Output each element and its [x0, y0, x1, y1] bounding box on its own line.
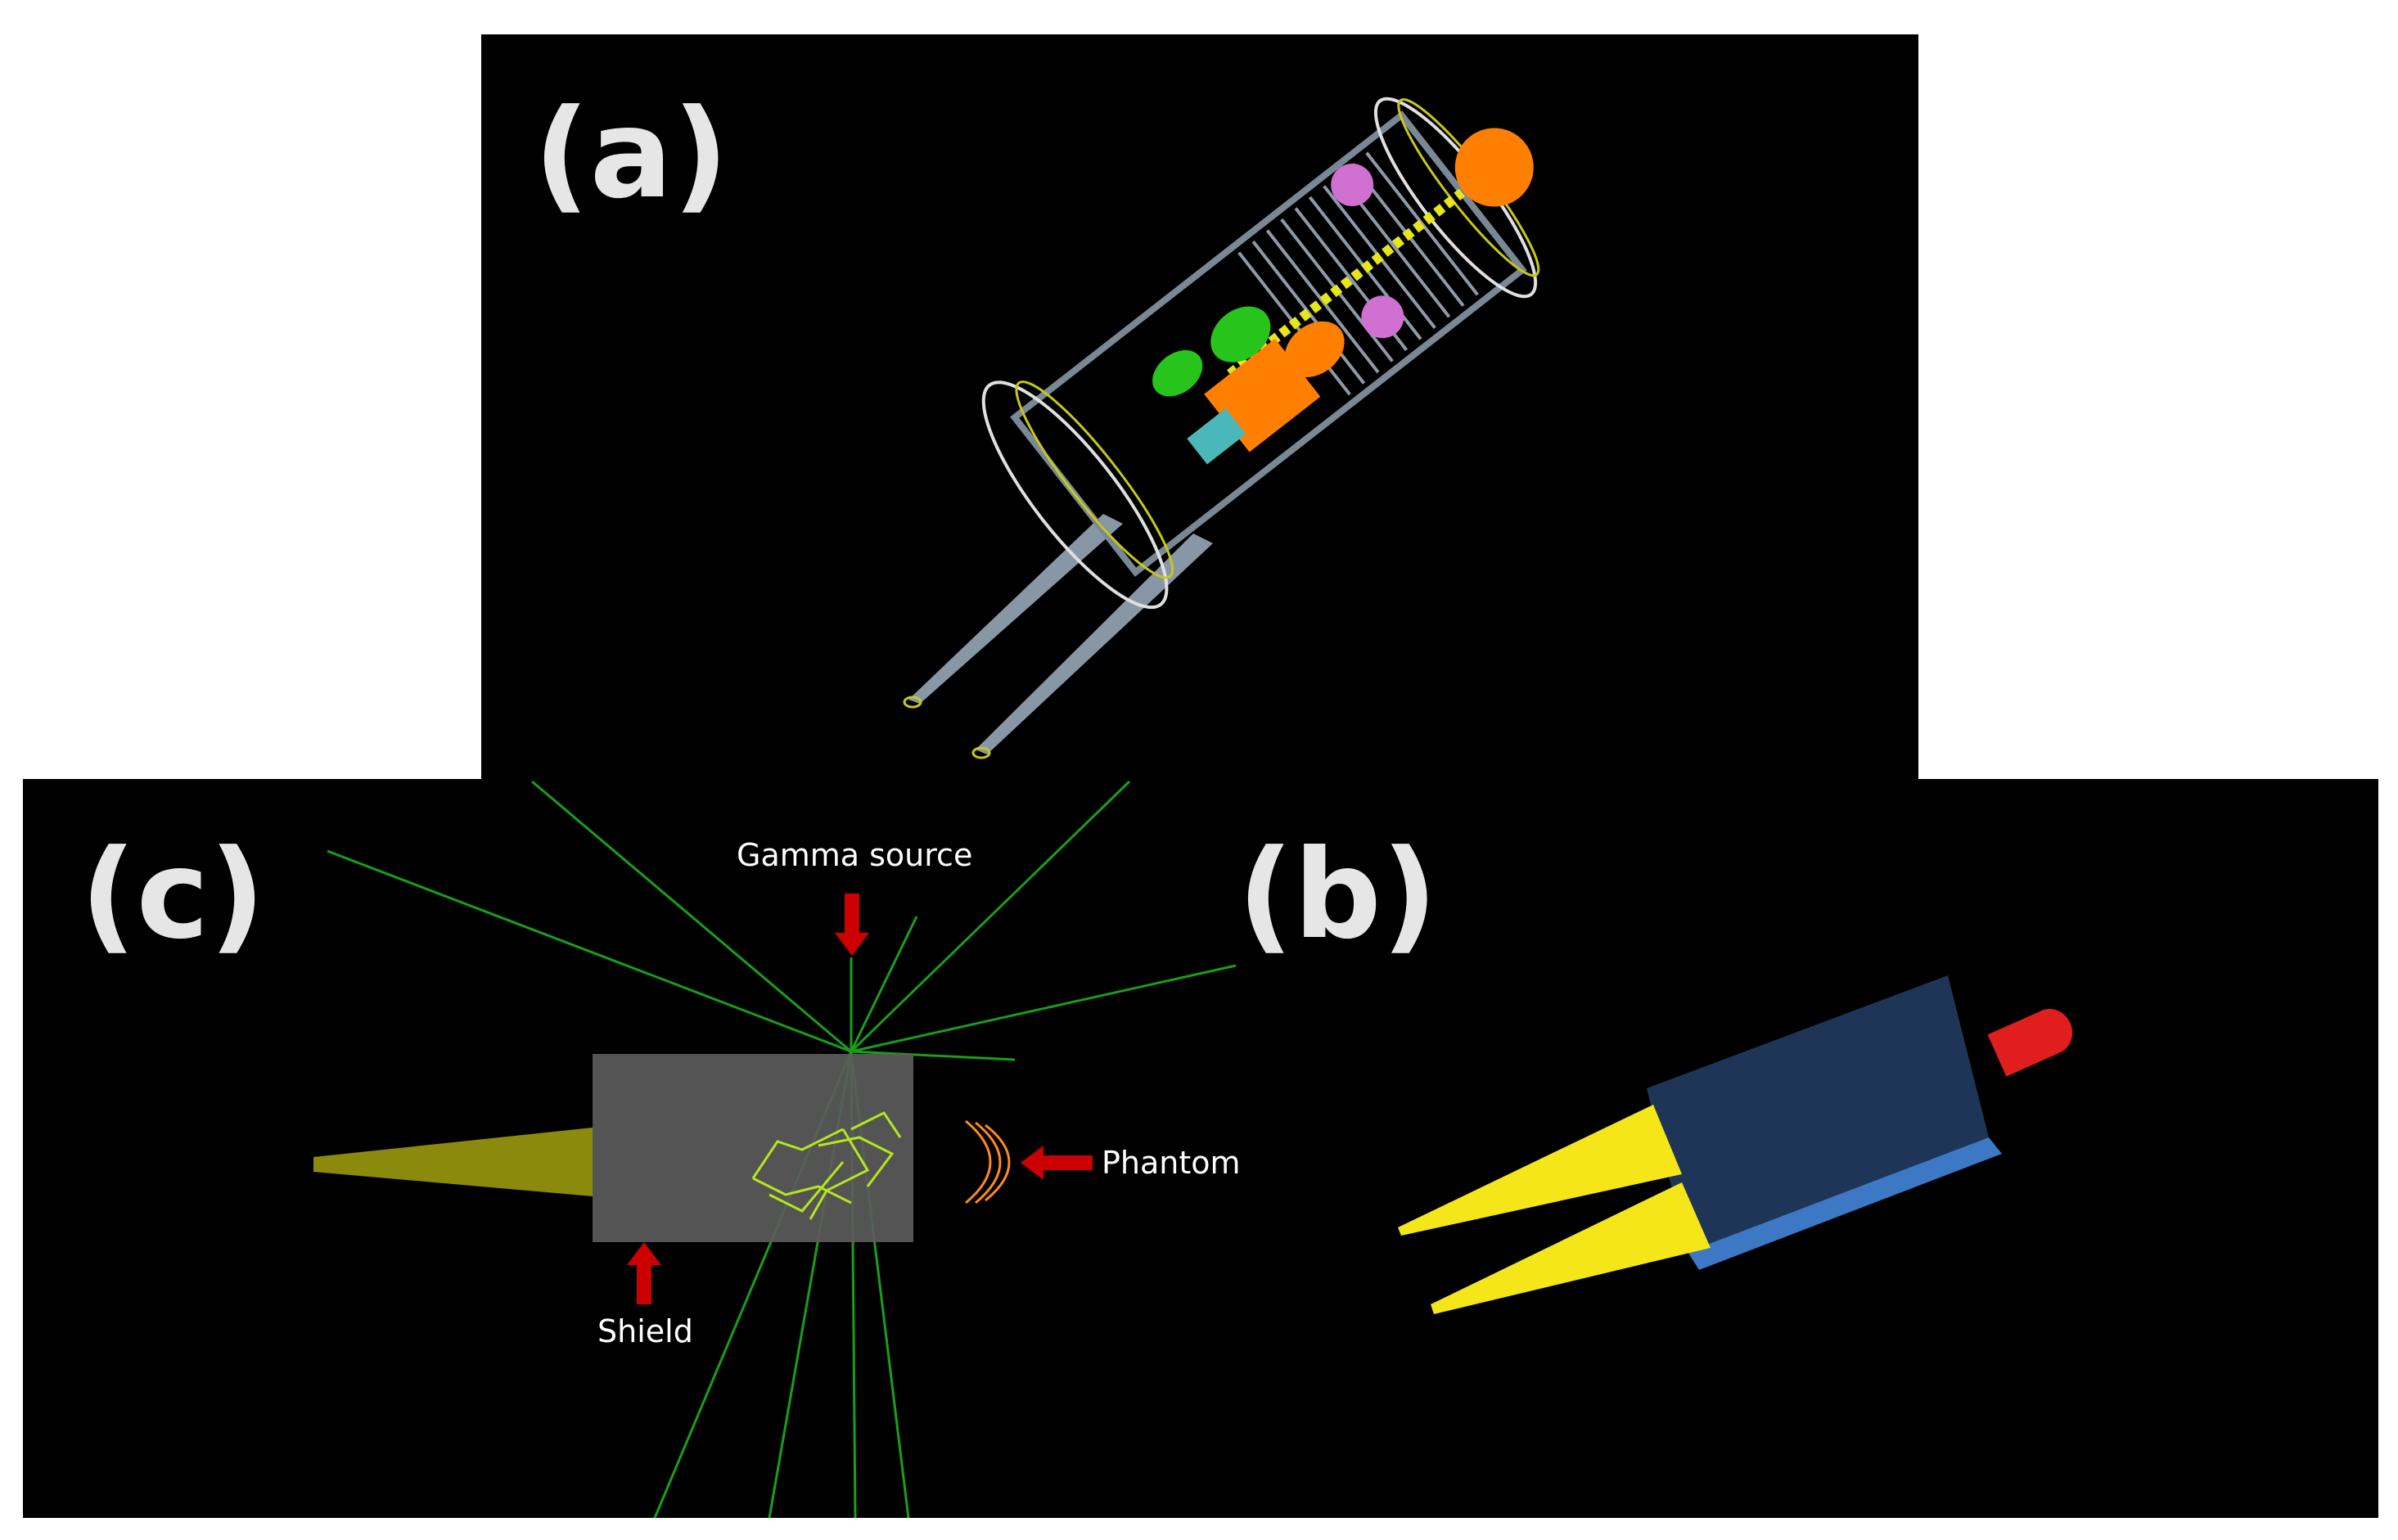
- organ-cyan: [1187, 408, 1246, 465]
- organ-green-2: [1152, 349, 1203, 397]
- shield-box: [593, 1054, 913, 1242]
- tube-end-right: [971, 746, 991, 759]
- probe-cap-end: [2029, 1009, 2073, 1055]
- panel-b-label: (b): [1237, 824, 1437, 966]
- spine: [1227, 188, 1466, 378]
- ring-bottom-inner: [1015, 380, 1174, 579]
- probe-tube-right: [976, 534, 1213, 754]
- gamma-source-label: Gamma source: [737, 837, 972, 873]
- panel-c-simulation: Gamma source Phantom Shield: [313, 780, 1241, 1519]
- shield-label: Shield: [597, 1313, 693, 1349]
- probe-cone-lower: [1431, 1182, 1711, 1314]
- shield-arrow: [627, 1242, 661, 1304]
- electron-tracks: [751, 1111, 902, 1220]
- gamma-source-arrow: [835, 894, 869, 956]
- panel-b-probe-model: [1398, 975, 2073, 1314]
- probe-housing: [1647, 975, 1989, 1252]
- panel-a-phantom-model: [903, 97, 1540, 759]
- panel-c-label: (c): [80, 824, 265, 966]
- phantom-label: Phantom: [1102, 1145, 1241, 1181]
- organ-pink-2: [1361, 295, 1404, 339]
- probe-tip: [313, 1128, 593, 1196]
- probe-tube-left: [908, 514, 1123, 704]
- organ-green-1: [1210, 306, 1271, 362]
- head: [1454, 128, 1534, 207]
- panel-a-label: (a): [534, 83, 728, 226]
- ring-bottom: [981, 380, 1169, 610]
- phantom-arrow: [1021, 1146, 1093, 1180]
- organ-pink-1: [1331, 163, 1374, 206]
- probe-housing-edge: [1688, 1137, 2002, 1270]
- tube-end-left: [903, 696, 922, 709]
- organ-orange-round: [1284, 321, 1345, 378]
- phantom-arc: [965, 1119, 1011, 1205]
- probe-cone-upper: [1398, 1105, 1682, 1236]
- panel-a-background: [481, 34, 1918, 787]
